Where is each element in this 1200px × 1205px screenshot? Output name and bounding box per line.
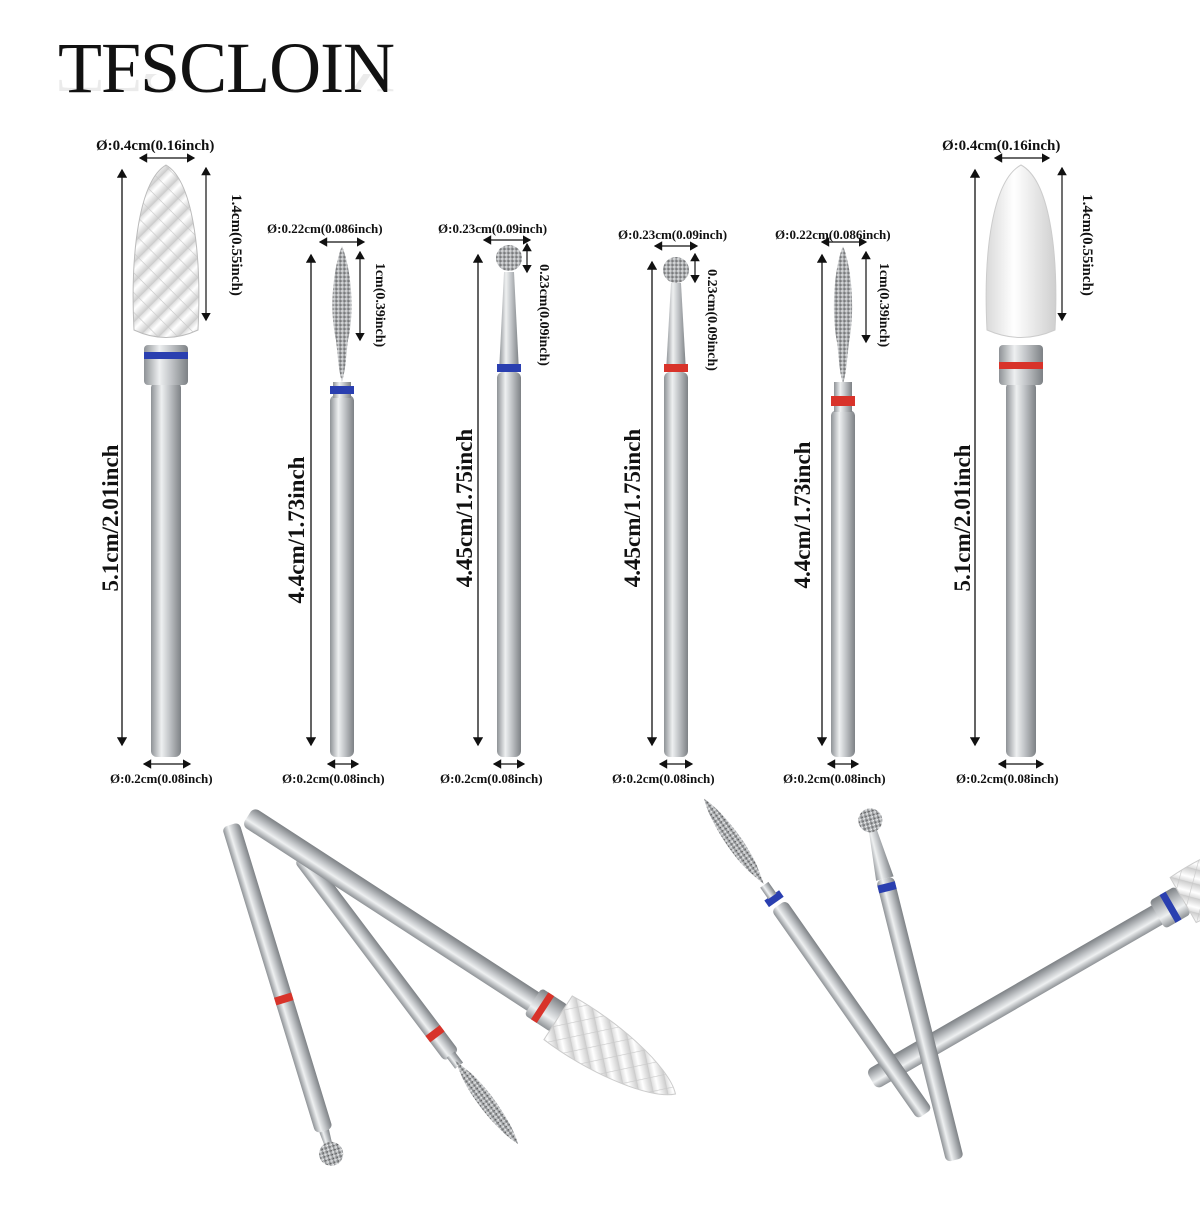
total-length-label: 4.45cm/1.75inch	[452, 429, 477, 588]
shank-diameter-label: Ø:0.2cm(0.08inch)	[956, 771, 1059, 786]
shank-diameter-label: Ø:0.2cm(0.08inch)	[282, 771, 385, 786]
shank	[330, 395, 354, 757]
head-diameter-label: Ø:0.23cm(0.09inch)	[438, 221, 547, 236]
shank	[831, 410, 855, 757]
head-length-label: 1cm(0.39inch)	[876, 263, 891, 348]
head-length-label: 1cm(0.39inch)	[372, 263, 387, 348]
band-blue	[877, 881, 897, 894]
band-red	[999, 362, 1043, 369]
head-length-label: 1.4cm(0.55inch)	[228, 194, 244, 296]
bit-diamond-flame-red: Ø:0.22cm(0.086inch) 1cm(0.39inch) 4.4cm/…	[775, 227, 891, 786]
band-blue	[497, 364, 521, 372]
scattered-ceramic-red	[244, 809, 677, 1096]
shank	[664, 372, 688, 757]
band-red	[530, 992, 555, 1024]
neck	[499, 272, 519, 372]
total-length-label: 4.45cm/1.75inch	[620, 429, 645, 588]
shank-diameter-label: Ø:0.2cm(0.08inch)	[612, 771, 715, 786]
ceramic-head	[985, 164, 1057, 338]
head-diameter-label: Ø:0.22cm(0.086inch)	[267, 221, 383, 236]
diamond-head	[833, 246, 853, 384]
head-diameter-label: Ø:0.23cm(0.09inch)	[618, 227, 727, 242]
head-length-label: 0.23cm(0.09inch)	[536, 264, 551, 366]
shank-diameter-label: Ø:0.2cm(0.08inch)	[783, 771, 886, 786]
band-blue	[1159, 891, 1182, 923]
scattered-flame-blue	[704, 798, 931, 1118]
bit-ceramic-cone-red: Ø:0.4cm(0.16inch) 1.4cm(0.55inch) 5.1cm/…	[942, 138, 1095, 786]
neck	[666, 283, 686, 372]
shank	[497, 372, 521, 757]
shank	[151, 382, 181, 757]
band-blue	[330, 386, 354, 394]
bit-diamond-ball-red: Ø:0.23cm(0.09inch) 0.23cm(0.09inch) 4.45…	[612, 227, 727, 786]
total-length-label: 5.1cm/2.01inch	[950, 444, 975, 591]
diamond-head	[332, 246, 352, 382]
band-red	[274, 992, 294, 1006]
scattered-ball-red	[223, 823, 344, 1166]
shank-diameter-label: Ø:0.2cm(0.08inch)	[440, 771, 543, 786]
scattered-flame-red	[296, 853, 519, 1144]
scattered-ceramic-blue	[868, 837, 1200, 1088]
total-length-label: 4.4cm/1.73inch	[284, 456, 309, 603]
head-diameter-label: Ø:0.4cm(0.16inch)	[942, 138, 1060, 154]
scattered-bits-photo	[223, 798, 1200, 1166]
total-length-label: 5.1cm/2.01inch	[98, 444, 123, 591]
bit-diamond-ball-blue: Ø:0.23cm(0.09inch) 0.23cm(0.09inch) 4.45…	[438, 221, 551, 786]
head-diameter-label: Ø:0.4cm(0.16inch)	[96, 138, 214, 154]
brand-logo: TFSCLOIN	[58, 28, 395, 108]
diamond-ball-head	[496, 245, 522, 271]
bit-ceramic-cone-blue: Ø:0.4cm(0.16inch) 1.4cm(0.55inch) 5.1cm/…	[96, 138, 244, 786]
ceramic-head	[132, 164, 200, 338]
diamond-ball-head	[663, 257, 689, 283]
band-red	[831, 396, 855, 406]
scattered-ball-blue	[858, 808, 963, 1162]
shank-diameter-label: Ø:0.2cm(0.08inch)	[110, 771, 213, 786]
band-red	[664, 364, 688, 372]
head-diameter-label: Ø:0.22cm(0.086inch)	[775, 227, 891, 242]
head-length-label: 1.4cm(0.55inch)	[1079, 194, 1095, 296]
total-length-label: 4.4cm/1.73inch	[790, 441, 815, 588]
band-red	[425, 1025, 445, 1043]
band-blue	[144, 352, 188, 359]
band-blue	[764, 890, 784, 908]
collar	[144, 345, 188, 385]
shank	[1006, 382, 1036, 757]
head-length-label: 0.23cm(0.09inch)	[704, 269, 719, 371]
bit-diamond-flame-blue: Ø:0.22cm(0.086inch) 1cm(0.39inch) 4.4cm/…	[267, 221, 387, 786]
